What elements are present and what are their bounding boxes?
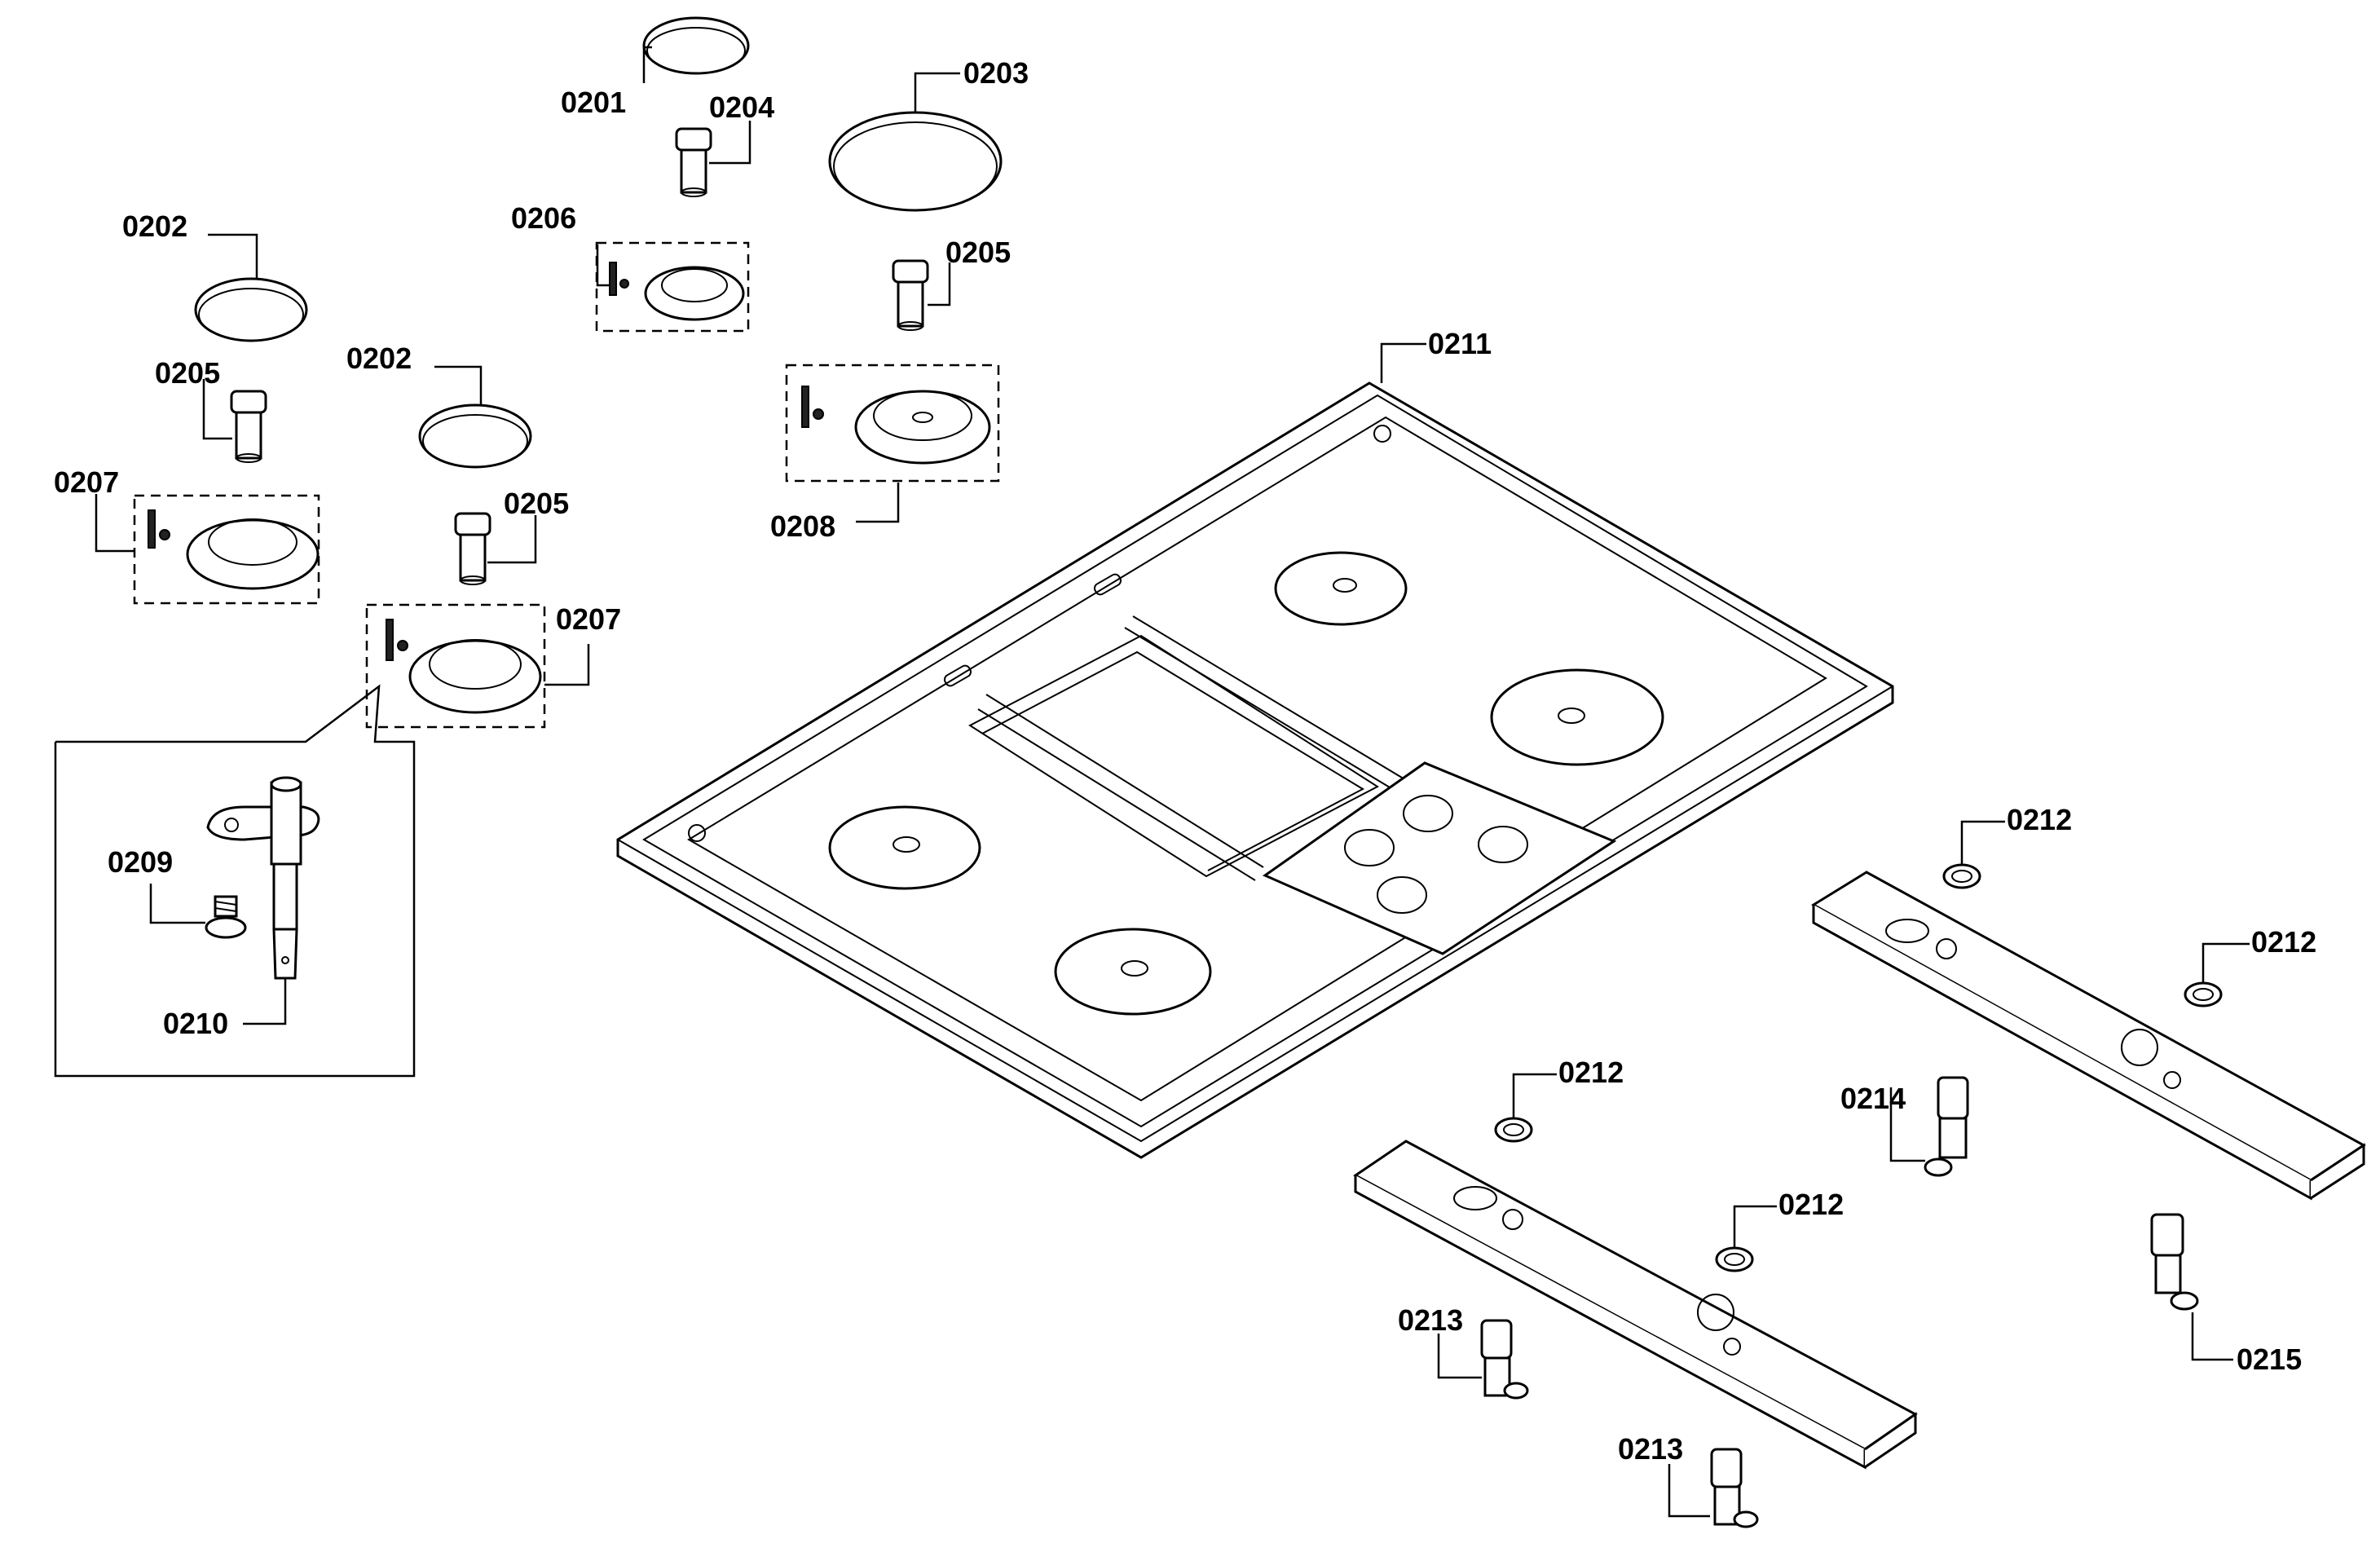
- label-0213-upper: 0213: [1398, 1303, 1463, 1337]
- detail-callout-box: [54, 684, 416, 1078]
- lock-nut-0212-b: [2184, 981, 2223, 1007]
- label-0212-b: 0212: [2251, 925, 2316, 959]
- lock-nut-0212-c: [1494, 1117, 1533, 1143]
- injector-0205-left: [230, 390, 267, 463]
- label-0214: 0214: [1840, 1082, 1906, 1115]
- lock-nut-0212-a: [1942, 863, 1981, 889]
- label-0201: 0201: [561, 86, 626, 119]
- lock-nut-0212-d: [1715, 1246, 1754, 1272]
- label-0207-left: 0207: [54, 465, 119, 499]
- label-0205-left: 0205: [155, 356, 220, 390]
- label-0211: 0211: [1428, 327, 1492, 360]
- burner-bracket-right: [1811, 871, 2366, 1201]
- cooktop-0211: [616, 381, 1894, 1159]
- burner-assembly-0207-middle: [365, 603, 546, 729]
- burner-cap-0202-middle: [418, 403, 532, 469]
- burner-assembly-0206: [595, 241, 750, 333]
- valve-elbow-0215: [2150, 1213, 2199, 1311]
- valve-elbow-0213-lower: [1710, 1448, 1759, 1528]
- label-0203: 0203: [963, 56, 1029, 90]
- label-0212-a: 0212: [2007, 803, 2072, 836]
- label-0215: 0215: [2237, 1343, 2302, 1376]
- label-0202-left: 0202: [122, 209, 187, 243]
- electrode-0210: [206, 776, 320, 980]
- label-0212-d: 0212: [1778, 1188, 1844, 1221]
- burner-assembly-0208: [785, 364, 1000, 483]
- burner-cap-0202-left: [194, 277, 308, 342]
- label-0207-middle: 0207: [556, 602, 621, 636]
- injector-0205-middle: [454, 512, 491, 585]
- valve-elbow-0213-upper: [1480, 1319, 1529, 1400]
- label-0209: 0209: [108, 845, 173, 879]
- part-labels: 0201 0204 0203 0202 0206 0205 0205 0202 …: [54, 56, 2316, 1466]
- label-0206: 0206: [511, 201, 576, 235]
- label-0205-middle: 0205: [504, 487, 569, 520]
- label-0212-c: 0212: [1558, 1056, 1624, 1089]
- label-0202-middle: 0202: [346, 342, 412, 375]
- burner-cap-0201: [642, 16, 750, 75]
- burner-bracket-left: [1353, 1140, 1918, 1470]
- burner-cap-0203: [828, 111, 1003, 212]
- burner-assembly-0207-left: [133, 494, 320, 605]
- label-0208: 0208: [770, 509, 835, 543]
- screw-0209: [205, 895, 247, 939]
- leader-lines: [95, 46, 2250, 1518]
- label-0205-upper: 0205: [945, 236, 1011, 269]
- injector-0205-upper: [892, 259, 929, 331]
- label-0204: 0204: [709, 90, 774, 124]
- valve-elbow-0214: [1924, 1076, 1969, 1177]
- label-0210: 0210: [163, 1007, 228, 1040]
- injector-0204: [675, 127, 712, 197]
- label-0213-lower: 0213: [1618, 1432, 1683, 1466]
